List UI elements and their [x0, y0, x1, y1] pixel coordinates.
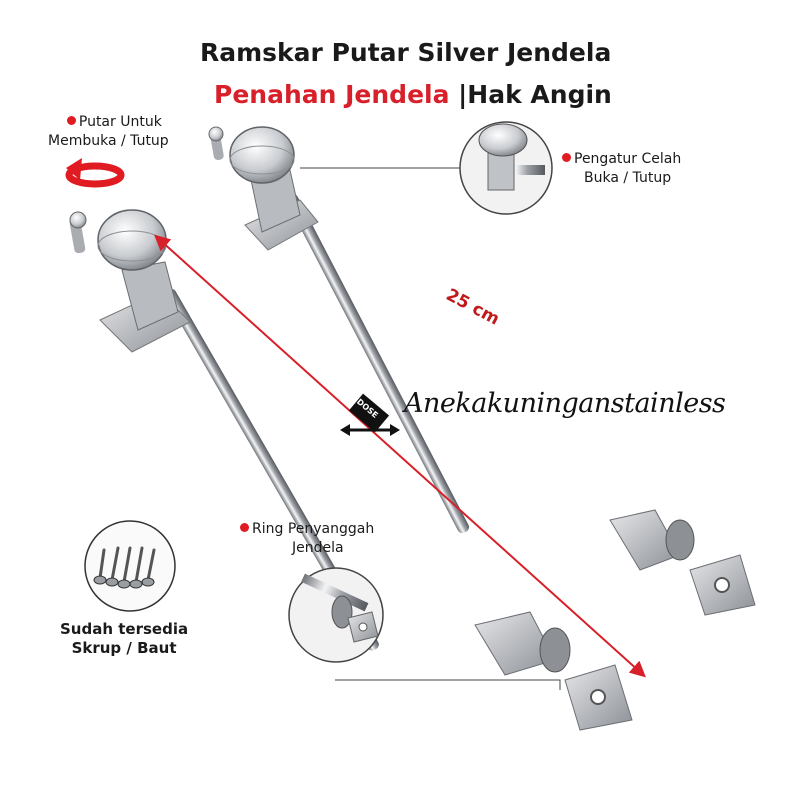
bullet-dot [240, 523, 249, 532]
dimension-arrow [154, 234, 646, 678]
double-arrow-icon [340, 393, 400, 436]
ring-callout-line-2: Jendela [292, 540, 344, 556]
screws-icon [84, 520, 176, 612]
watermark: Anekakuninganstainless [404, 388, 726, 419]
gap-callout: Pengatur Celah Buka / Tutup [562, 150, 681, 188]
ring-callout-line-1: Ring Penyanggah [252, 521, 375, 537]
gap-callout-line-2: Buka / Tutup [584, 170, 672, 186]
rotate-callout: Putar Untuk Membuka / Tutup [48, 113, 169, 151]
title-highlight: Penahan Jendela [214, 80, 450, 109]
detail-knob-circle [300, 121, 553, 215]
rotate-callout-line-2: Membuka / Tutup [48, 133, 169, 149]
detail-ring-circle [288, 567, 561, 690]
rotate-arrow-icon [65, 158, 125, 188]
title-line-1: Ramskar Putar Silver Jendela [200, 38, 612, 67]
title-suffix: |Hak Angin [449, 80, 612, 109]
ring-callout: Ring Penyanggah Jendela [240, 520, 374, 558]
screws-callout: Sudah tersedia Skrup / Baut [60, 620, 188, 658]
screws-callout-line-1: Sudah tersedia [60, 620, 189, 638]
bullet-dot [562, 153, 571, 162]
rotate-callout-line-1: Putar Untuk [78, 114, 162, 130]
title-line-2: Penahan Jendela |Hak Angin [214, 80, 612, 109]
screws-callout-line-2: Skrup / Baut [71, 639, 177, 657]
gap-callout-line-1: Pengatur Celah [574, 151, 682, 167]
bullet-dot [66, 116, 76, 125]
